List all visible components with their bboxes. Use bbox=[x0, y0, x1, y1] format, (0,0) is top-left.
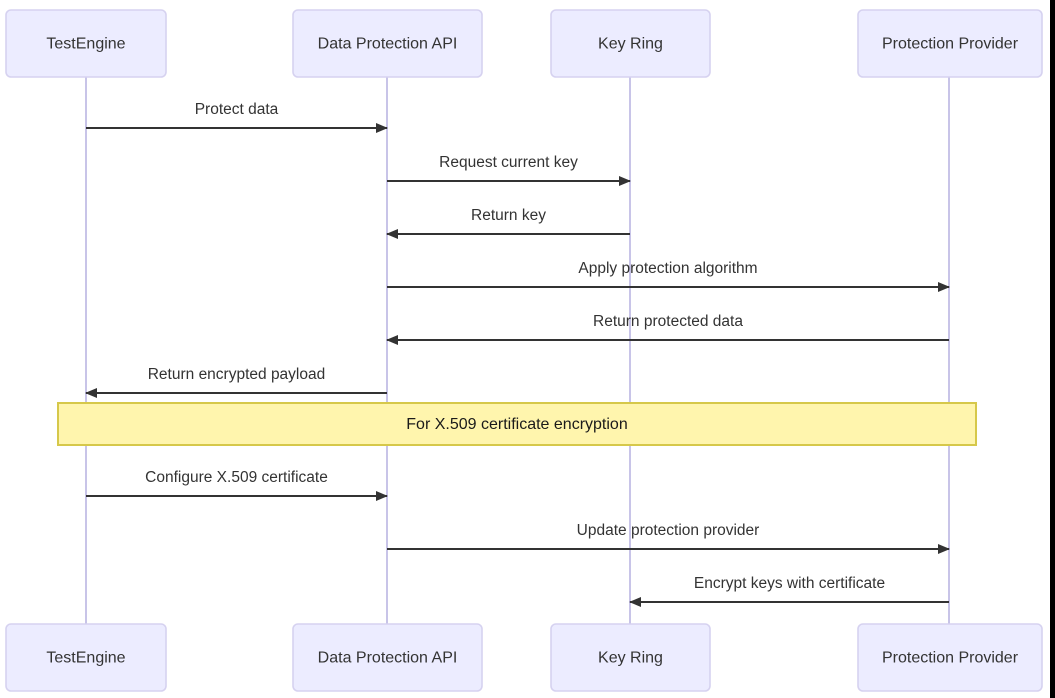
actor-label-protectionprovider: Protection Provider bbox=[882, 650, 1019, 667]
actor-box-keyring-top[interactable]: Key Ring bbox=[550, 9, 711, 78]
message-label: Request current key bbox=[439, 154, 578, 171]
message-5: Return encrypted payload bbox=[85, 366, 387, 398]
actor-box-dataprotectionapi-top[interactable]: Data Protection API bbox=[292, 9, 483, 78]
actor-label-protectionprovider: Protection Provider bbox=[882, 36, 1019, 53]
actor-box-testengine-bottom[interactable]: TestEngine bbox=[5, 623, 167, 692]
message-4: Return protected data bbox=[386, 313, 949, 345]
actor-box-testengine-top[interactable]: TestEngine bbox=[5, 9, 167, 78]
message-3: Apply protection algorithm bbox=[387, 260, 950, 292]
actor-label-dataprotectionapi: Data Protection API bbox=[318, 650, 458, 667]
actor-label-keyring: Key Ring bbox=[598, 650, 663, 667]
actor-boxes-top: TestEngine Data Protection API Key Ring Pro… bbox=[5, 9, 1043, 78]
message-label: Configure X.509 certificate bbox=[145, 469, 328, 486]
message-label: Return encrypted payload bbox=[148, 366, 326, 383]
actor-box-protectionprovider-bottom[interactable]: Protection Provider bbox=[857, 623, 1043, 692]
actor-box-dataprotectionapi-bottom[interactable]: Data Protection API bbox=[292, 623, 483, 692]
actor-box-protectionprovider-top[interactable]: Protection Provider bbox=[857, 9, 1043, 78]
message-7: Update protection provider bbox=[387, 522, 950, 554]
actor-box-shape bbox=[292, 9, 483, 78]
actor-label-testengine: TestEngine bbox=[46, 36, 125, 53]
actor-box-keyring-bottom[interactable]: Key Ring bbox=[550, 623, 711, 692]
actor-boxes-bottom: TestEngine Data Protection API Key Ring Pro… bbox=[5, 623, 1043, 692]
note-0: For X.509 certificate encryption bbox=[57, 402, 977, 446]
actor-label-dataprotectionapi: Data Protection API bbox=[318, 36, 458, 53]
message-6: Configure X.509 certificate bbox=[86, 469, 388, 501]
message-label: Return key bbox=[471, 207, 546, 224]
message-8: Encrypt keys with certificate bbox=[629, 575, 949, 607]
notes-group: For X.509 certificate encryption bbox=[57, 402, 977, 446]
lifelines-group bbox=[85, 77, 950, 624]
note-background bbox=[57, 402, 977, 446]
message-0: Protect data bbox=[86, 101, 388, 133]
message-1: Request current key bbox=[387, 154, 631, 186]
actor-label-testengine: TestEngine bbox=[46, 650, 125, 667]
actor-label-keyring: Key Ring bbox=[598, 36, 663, 53]
message-label: Encrypt keys with certificate bbox=[694, 575, 885, 592]
message-label: Protect data bbox=[195, 101, 279, 118]
actor-box-shape bbox=[292, 623, 483, 692]
message-label: Apply protection algorithm bbox=[578, 260, 757, 277]
message-label: Update protection provider bbox=[577, 522, 760, 539]
message-label: Return protected data bbox=[593, 313, 743, 330]
actor-box-shape bbox=[857, 623, 1043, 692]
note-label: For X.509 certificate encryption bbox=[406, 416, 627, 433]
message-2: Return key bbox=[386, 207, 630, 239]
actor-box-shape bbox=[550, 9, 711, 78]
actor-box-shape bbox=[857, 9, 1043, 78]
actor-box-shape bbox=[5, 623, 167, 692]
actor-box-shape bbox=[5, 9, 167, 78]
actor-box-shape bbox=[550, 623, 711, 692]
